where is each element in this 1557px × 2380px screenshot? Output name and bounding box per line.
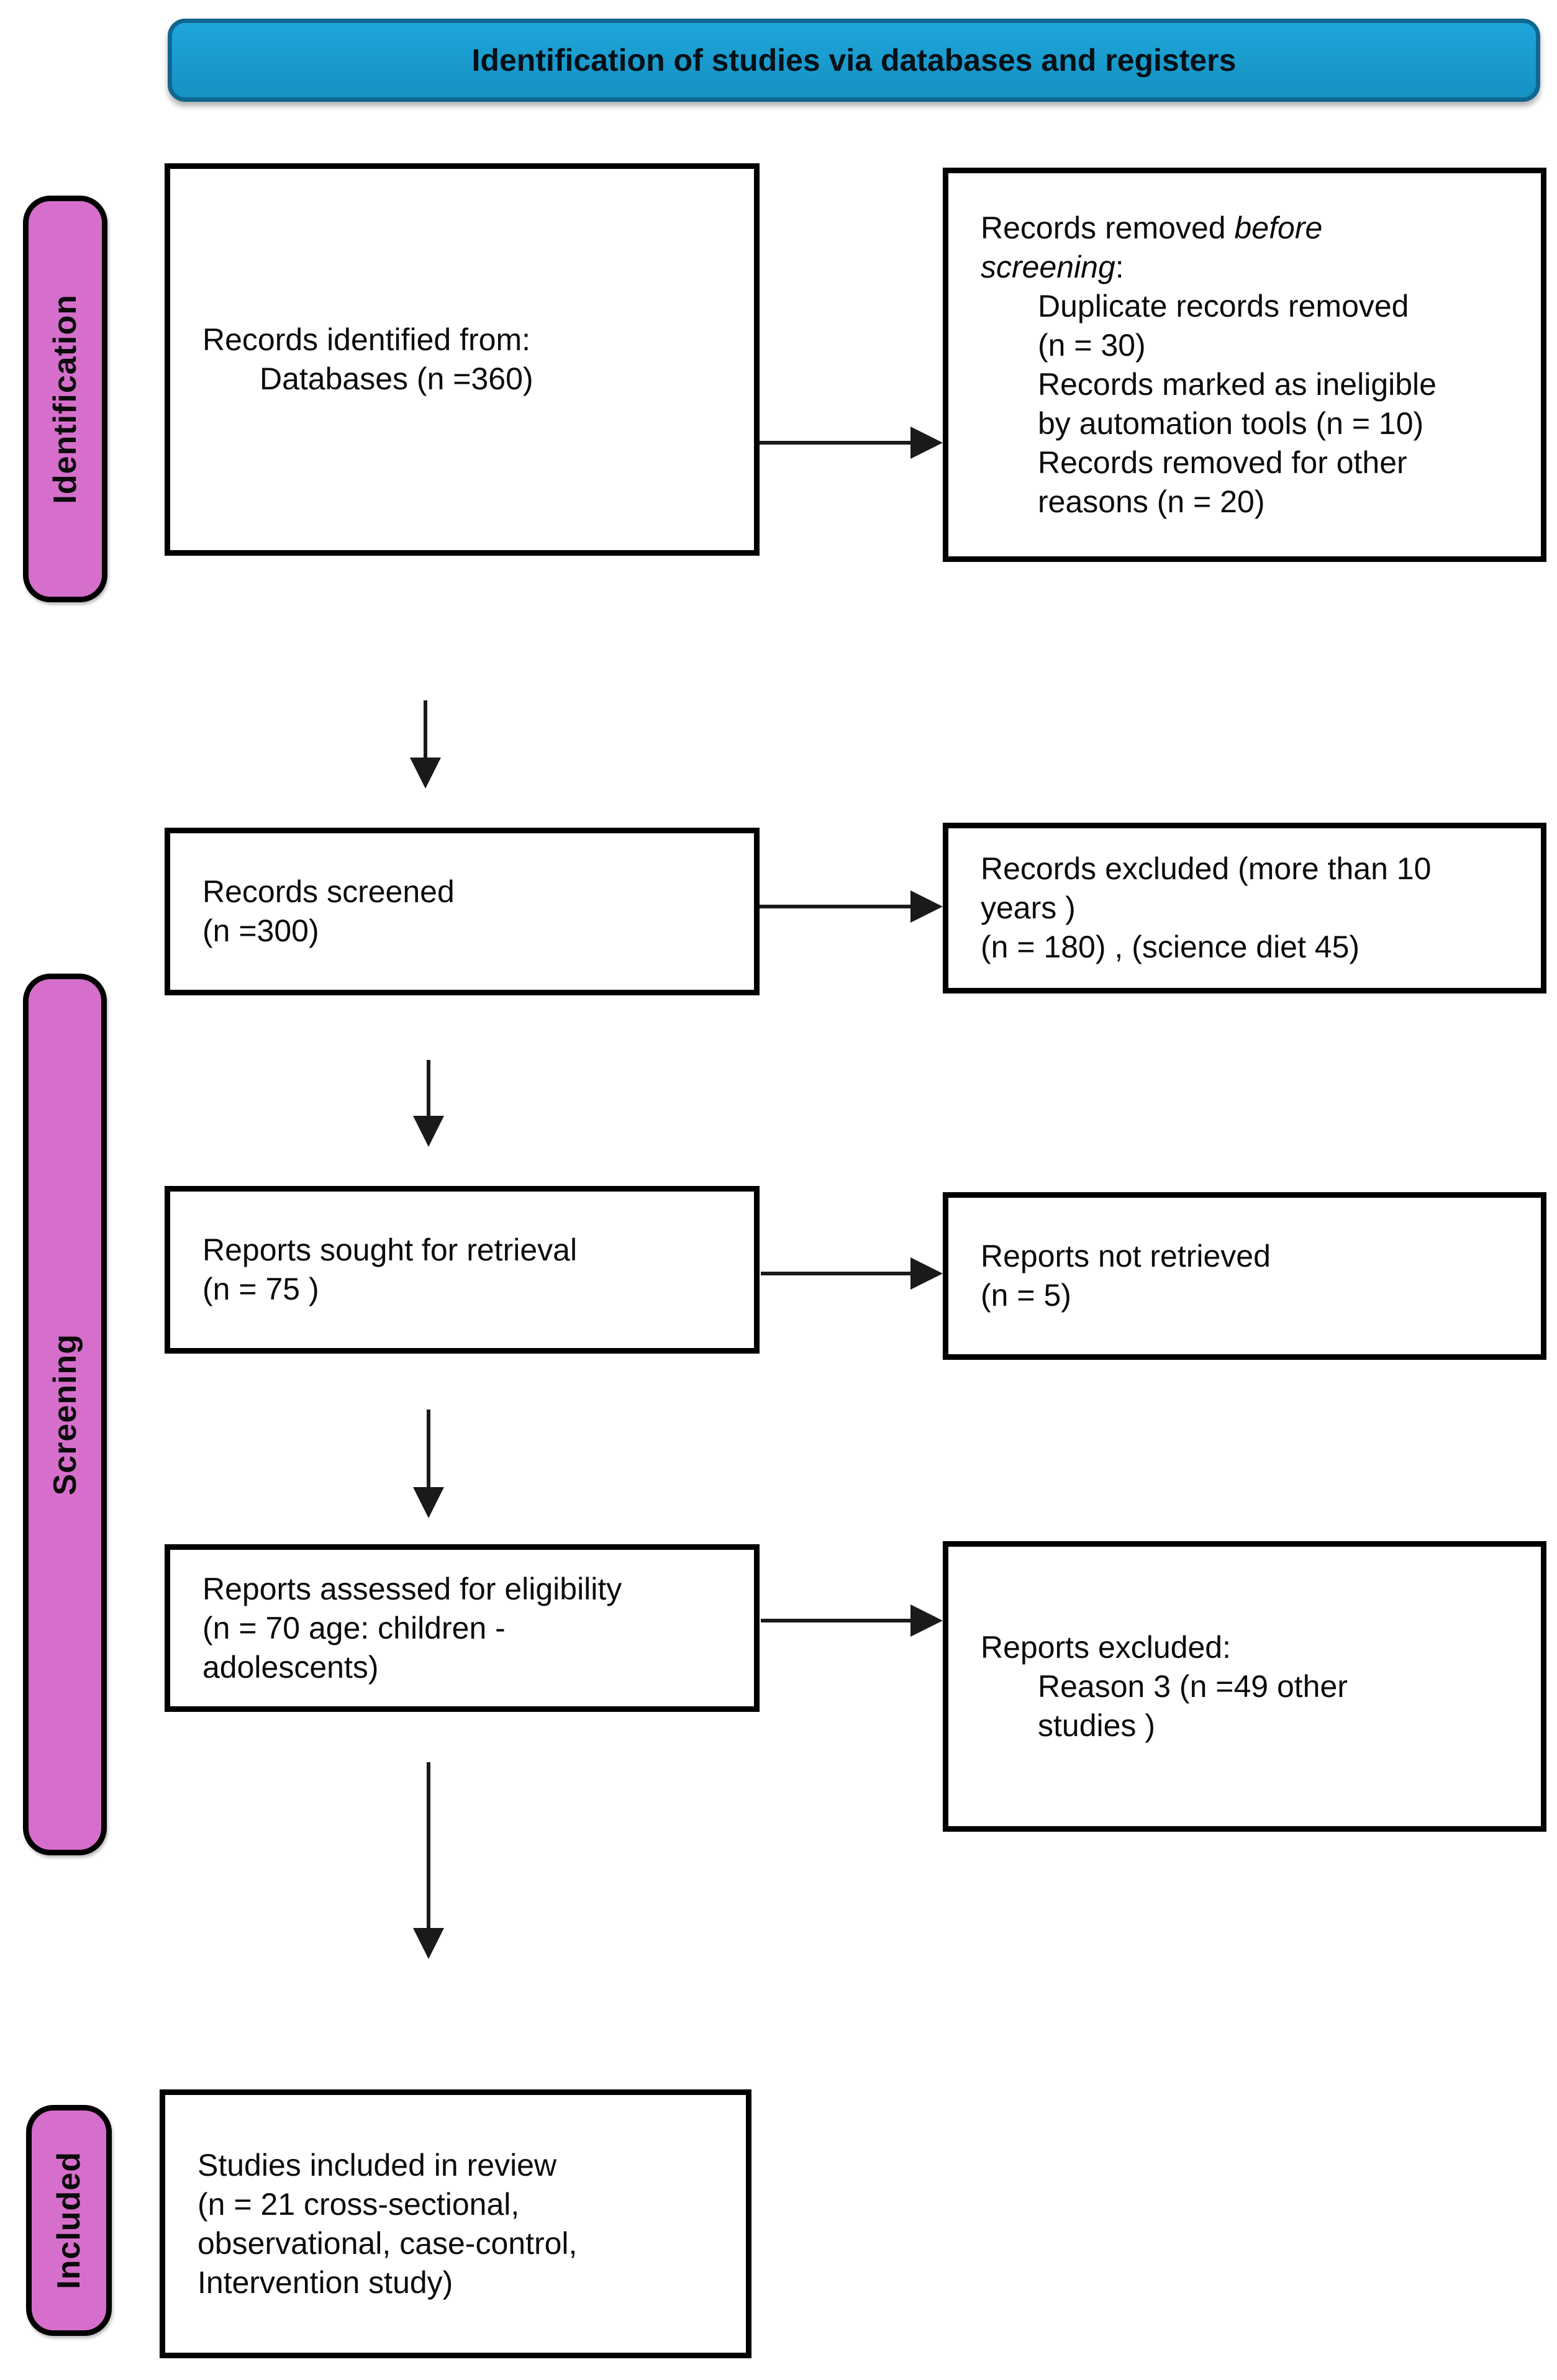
- box-line: Records removed for other: [1038, 445, 1407, 480]
- box-line: Records identified from:: [202, 322, 531, 357]
- box-reports-excluded: Reports excluded: Reason 3 (n =49 other …: [943, 1541, 1546, 1832]
- arrow-down-sought-to-assessed-icon: [427, 1409, 430, 1487]
- box-line-segment-italic: before: [1234, 210, 1323, 245]
- box-line: Intervention study): [197, 2265, 453, 2300]
- box-line: reasons (n = 20): [1038, 484, 1265, 519]
- stage-label-included: Included: [26, 2105, 112, 2336]
- box-line: Reports sought for retrieval: [202, 1233, 578, 1267]
- box-line: Records screened: [202, 874, 455, 909]
- box-line: Reason 3 (n =49 other: [1038, 1668, 1348, 1704]
- box-line: observational, case-control,: [197, 2225, 578, 2261]
- box-records-screened: Records screened (n =300): [165, 828, 760, 995]
- arrow-right-screened-to-excluded-icon: [760, 905, 910, 908]
- stage-label-identification: Identification: [23, 196, 107, 602]
- box-line: Reports not retrieved: [981, 1239, 1271, 1274]
- header-banner: Identification of studies via databases …: [168, 19, 1540, 102]
- box-records-removed: Records removed before screening: Duplic…: [943, 168, 1546, 562]
- box-line: (n = 75 ): [202, 1272, 319, 1306]
- box-line: screening:: [981, 248, 1522, 287]
- box-reports-assessed: Reports assessed for eligibility (n = 70…: [165, 1544, 760, 1712]
- arrow-down-assessed-to-included-icon: [427, 1762, 430, 1928]
- box-line: (n = 70 age: children -: [202, 1610, 506, 1645]
- arrow-right-identified-to-removed-icon: [760, 441, 910, 445]
- box-line: (n = 30): [1038, 327, 1146, 363]
- box-records-identified: Records identified from: Databases (n =3…: [165, 163, 760, 556]
- box-line: Databases (n =360): [260, 361, 533, 396]
- box-reports-sought: Reports sought for retrieval (n = 75 ): [165, 1186, 760, 1354]
- box-line: studies ): [1038, 1708, 1155, 1743]
- box-line: (n = 5): [981, 1278, 1071, 1313]
- box-line-segment: Records removed: [981, 210, 1235, 245]
- box-line: Studies included in review: [197, 2147, 557, 2183]
- arrow-down-identified-to-screened-icon: [424, 700, 427, 758]
- box-line: Records excluded (more than 10: [981, 851, 1432, 886]
- box-line: years ): [981, 890, 1076, 925]
- box-line: (n = 180) , (science diet 45): [981, 930, 1360, 964]
- arrow-right-sought-to-not-retrieved-icon: [761, 1272, 910, 1275]
- box-reports-not-retrieved: Reports not retrieved (n = 5): [943, 1192, 1546, 1360]
- arrow-down-screened-to-sought-icon: [427, 1060, 430, 1116]
- box-line: (n = 21 cross-sectional,: [197, 2186, 520, 2222]
- header-title: Identification of studies via databases …: [471, 43, 1237, 78]
- box-line-segment-italic: screening: [981, 249, 1115, 284]
- box-line: Records removed before: [981, 209, 1522, 248]
- box-line: adolescents): [202, 1649, 379, 1685]
- stage-label-screening: Screening: [23, 974, 107, 1855]
- stage-label-identification-text: Identification: [47, 294, 83, 504]
- box-line: Duplicate records removed: [1038, 288, 1409, 324]
- box-line: Records marked as ineligible: [1038, 366, 1437, 402]
- box-line: (n =300): [202, 913, 319, 948]
- arrow-right-assessed-to-excluded-icon: [761, 1619, 910, 1622]
- box-records-excluded: Records excluded (more than 10 years ) (…: [943, 823, 1546, 993]
- box-studies-included: Studies included in review (n = 21 cross…: [160, 2089, 751, 2358]
- box-line: Reports excluded:: [981, 1629, 1232, 1665]
- box-line-segment: :: [1115, 249, 1124, 284]
- box-line: by automation tools (n = 10): [1038, 405, 1424, 441]
- box-line: Reports assessed for eligibility: [202, 1571, 622, 1606]
- stage-label-screening-text: Screening: [47, 1333, 83, 1496]
- stage-label-included-text: Included: [51, 2152, 87, 2289]
